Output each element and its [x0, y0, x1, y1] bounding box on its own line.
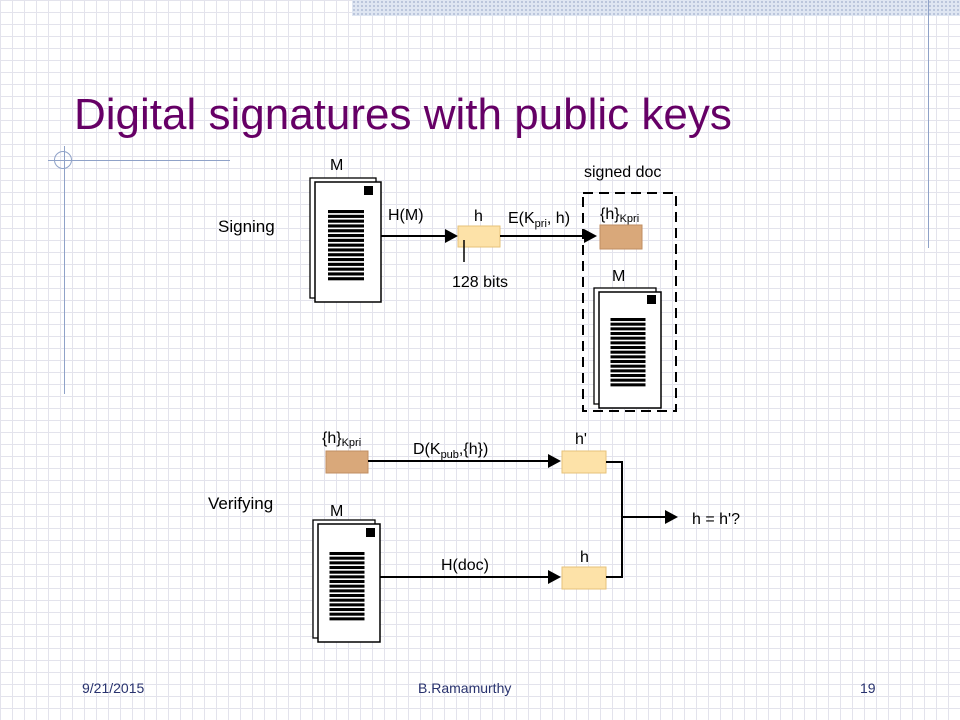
- decrypt-arg: ,{h}): [459, 441, 488, 458]
- verify-h-label: h: [580, 549, 589, 566]
- digest-h-label: h: [474, 208, 483, 225]
- verify-signature-box: [325, 450, 369, 474]
- corner-circle-mark: [54, 151, 72, 169]
- signed-doc-signature-box: [599, 224, 643, 250]
- decrypt-fn: D(K: [413, 441, 441, 458]
- signed-doc-signature-sub: Kpri: [620, 213, 640, 225]
- signing-doc-m-label: M: [330, 157, 343, 174]
- verify-document-icon: [312, 519, 381, 643]
- right-decor-line: [928, 0, 929, 248]
- verify-signature-base: {h}: [322, 430, 342, 447]
- signed-doc-signature-label: {h}Kpri: [600, 206, 639, 225]
- footer-author: B.Ramamurthy: [418, 680, 512, 696]
- signing-document-icon: [309, 177, 382, 303]
- decrypt-sub: pub: [441, 449, 459, 461]
- encrypt-fn: E(K: [508, 210, 535, 227]
- signed-doc-m-label: M: [612, 268, 625, 285]
- verify-signature-label: {h}Kpri: [322, 430, 361, 449]
- decrypt-label: D(Kpub,{h}): [413, 441, 488, 461]
- footer-date: 9/21/2015: [82, 680, 145, 696]
- encrypt-arrowhead: [584, 229, 597, 243]
- slide-title: Digital signatures with public keys: [74, 90, 732, 139]
- hprime-label: h': [575, 431, 587, 448]
- footer-page-number: 19: [860, 680, 876, 696]
- title-underline: [48, 160, 230, 161]
- digest-size-label: 128 bits: [452, 274, 508, 291]
- compare-label: h = h'?: [692, 511, 740, 528]
- hash-arrowhead-signing: [445, 229, 458, 243]
- signed-doc-label: signed doc: [584, 164, 661, 181]
- encrypt-sub: pri: [535, 218, 547, 230]
- encrypt-arg: , h): [547, 210, 570, 227]
- top-decor-band: [352, 0, 960, 16]
- signing-label: Signing: [218, 217, 275, 236]
- hash-arrowhead-verifying: [548, 570, 561, 584]
- verifying-label: Verifying: [208, 494, 273, 513]
- compare-arrowhead: [665, 510, 678, 524]
- verify-signature-sub: Kpri: [342, 437, 362, 449]
- verify-doc-m-label: M: [330, 503, 343, 520]
- compare-bracket: [606, 461, 623, 578]
- hash-m-label: H(M): [388, 207, 424, 224]
- signed-doc-frame: [582, 192, 677, 412]
- signed-doc-signature-base: {h}: [600, 206, 620, 223]
- hprime-box: [561, 450, 607, 474]
- left-decor-line: [64, 146, 65, 394]
- signed-doc-document-icon: [593, 287, 662, 409]
- decrypt-arrowhead: [548, 454, 561, 468]
- encrypt-label: E(Kpri, h): [508, 210, 570, 230]
- verify-h-box: [561, 566, 607, 590]
- hash-doc-label: H(doc): [441, 557, 489, 574]
